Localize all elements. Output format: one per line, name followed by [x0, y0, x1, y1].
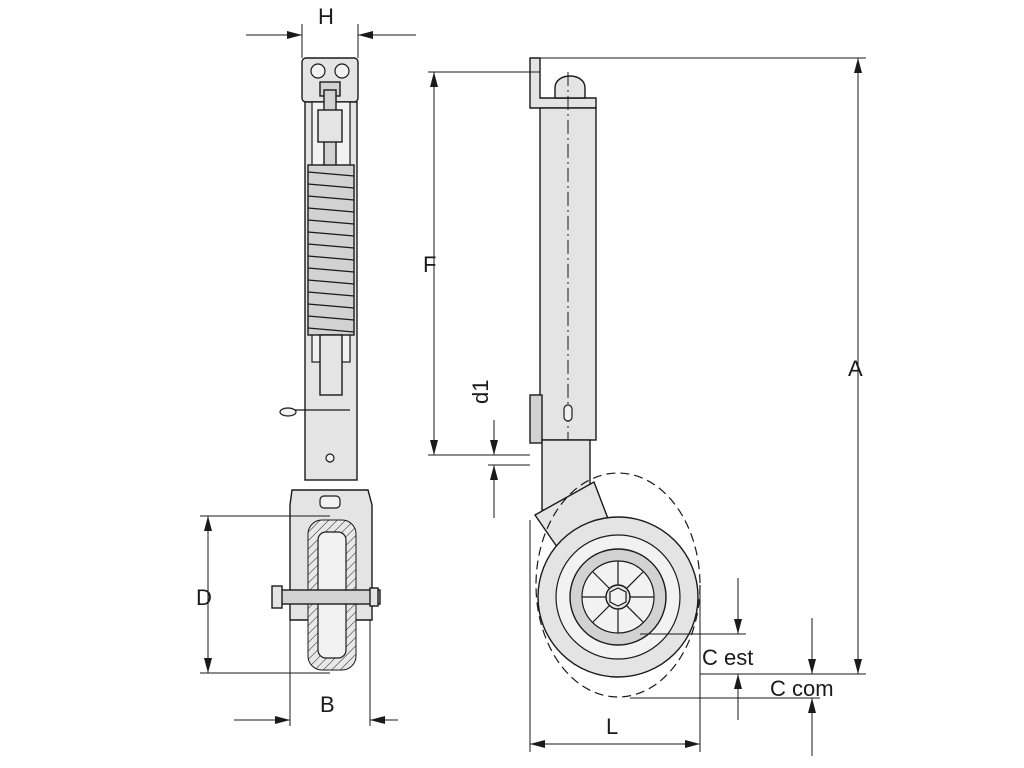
label-F: F [423, 252, 436, 277]
label-d1: d1 [468, 380, 493, 404]
dimension-C-est: C est [640, 578, 753, 720]
label-C-est: C est [702, 645, 753, 670]
label-C-com: C com [770, 676, 834, 701]
dimension-d1: d1 [468, 380, 530, 518]
dimension-C-com: C com [630, 618, 834, 756]
front-view [271, 57, 381, 671]
dimension-H: H [246, 4, 416, 58]
dimension-D: D [196, 515, 330, 674]
label-A: A [848, 356, 863, 381]
side-view [529, 57, 701, 698]
dimension-A: A [540, 57, 866, 675]
dimension-L: L [529, 520, 701, 752]
spring [307, 164, 355, 336]
label-L: L [606, 714, 618, 739]
dimension-B: B [234, 620, 398, 726]
label-H: H [318, 4, 334, 29]
label-D: D [196, 585, 212, 610]
label-B: B [320, 692, 335, 717]
